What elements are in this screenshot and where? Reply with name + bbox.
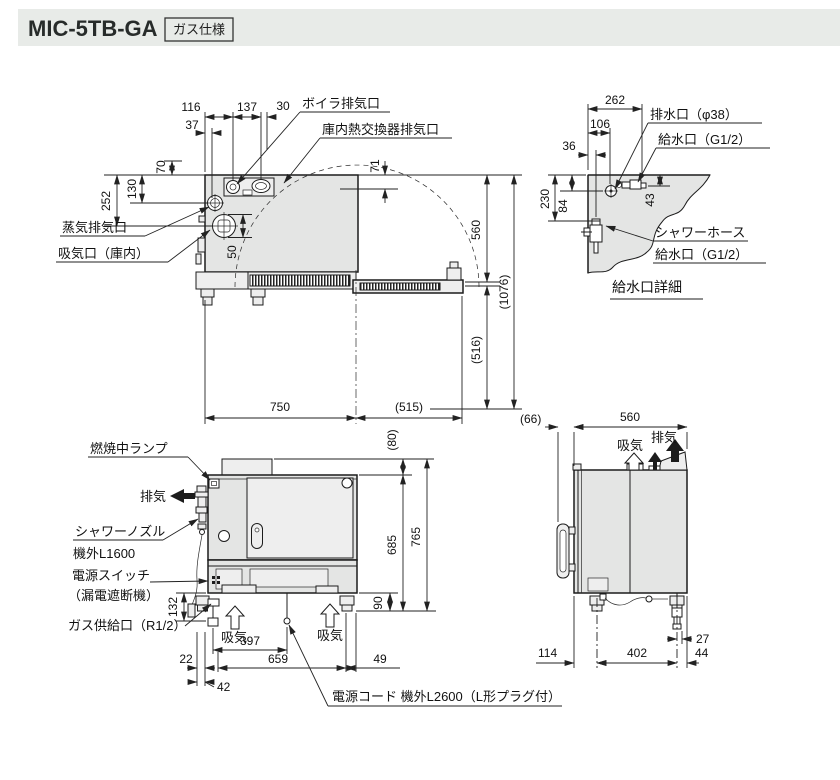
dim-106: 106 bbox=[590, 117, 610, 131]
dim-80: (80) bbox=[385, 429, 399, 450]
side-view: 吸気 排気 (66) 560 bbox=[520, 410, 710, 668]
label-heatex-exhaust: 庫内熱交換器排気口 bbox=[322, 122, 439, 137]
header-background bbox=[18, 9, 840, 46]
dim-1076: (1076) bbox=[497, 275, 511, 310]
label-shower-nozzle: シャワーノズル bbox=[75, 524, 165, 539]
plan-dim-lines bbox=[114, 114, 517, 421]
door-handle-knob bbox=[446, 267, 462, 281]
page-title: MIC-5TB-GA bbox=[28, 16, 158, 41]
dim-70: 70 bbox=[154, 160, 168, 174]
side-exhaust-arrow-big-icon bbox=[666, 439, 684, 462]
dim-397: 397 bbox=[240, 634, 260, 648]
dim-515: (515) bbox=[395, 400, 423, 414]
side-exhaust-arrow-small-icon bbox=[648, 452, 662, 470]
shower-hose-fitting bbox=[581, 218, 603, 254]
dim-27: 27 bbox=[696, 632, 710, 646]
dim-90: 90 bbox=[371, 596, 385, 610]
front-door bbox=[246, 477, 354, 559]
dim-42: 42 bbox=[217, 680, 231, 694]
front-vent-grille bbox=[249, 274, 351, 287]
dim-116: 116 bbox=[181, 100, 200, 114]
dim-43: 43 bbox=[643, 193, 657, 207]
dim-37: 37 bbox=[185, 118, 199, 132]
side-intake-arrow-icon bbox=[623, 452, 645, 471]
intake-port-inner bbox=[210, 212, 238, 240]
intake-arrow-right-icon bbox=[319, 603, 341, 628]
dim-262: 262 bbox=[605, 93, 625, 107]
dim-84: 84 bbox=[556, 199, 570, 213]
dim-765: 765 bbox=[409, 527, 423, 547]
dim-44: 44 bbox=[695, 646, 709, 660]
dim-30: 30 bbox=[276, 99, 290, 113]
dim-22: 22 bbox=[179, 652, 193, 666]
label-gas-inlet: ガス供給口（R1/2） bbox=[68, 618, 186, 633]
dim-132: 132 bbox=[166, 597, 180, 617]
dim-560-depth: 560 bbox=[469, 220, 483, 240]
shower-nozzle-tip bbox=[187, 603, 196, 618]
open-door bbox=[352, 261, 464, 294]
dim-114: 114 bbox=[538, 646, 557, 660]
door-handle bbox=[251, 523, 263, 549]
label-intake-left: 吸気 bbox=[221, 630, 247, 645]
dim-685: 685 bbox=[385, 535, 399, 555]
dim-560-width: 560 bbox=[620, 410, 640, 424]
front-view: 吸気 吸気 燃焼中ランプ 排気 シャワーノズル 機外L1600 電源スイッチ （… bbox=[68, 429, 562, 707]
label-side-intake: 吸気 bbox=[617, 438, 643, 453]
detail-caption: 給水口詳細 bbox=[612, 279, 682, 295]
dim-66: (66) bbox=[520, 412, 541, 426]
steam-exhaust-port bbox=[206, 194, 224, 212]
label-supply-port-top: 給水口（G1/2） bbox=[658, 132, 751, 147]
header-bar: MIC-5TB-GA ガス仕様 bbox=[18, 9, 840, 46]
spec-badge: ガス仕様 bbox=[173, 22, 225, 37]
burner-lamp bbox=[208, 478, 220, 489]
dim-49: 49 bbox=[373, 652, 387, 666]
label-power-switch: 電源スイッチ bbox=[72, 568, 150, 583]
dim-516: (516) bbox=[469, 336, 483, 364]
side-door-handle bbox=[556, 523, 576, 579]
label-steam-exhaust: 蒸気排気口 bbox=[62, 220, 127, 235]
exhaust-arrow-icon bbox=[170, 489, 195, 503]
label-intake-right: 吸気 bbox=[317, 628, 343, 643]
power-switch-dots bbox=[212, 576, 220, 584]
label-intake-inner: 吸気口（庫内） bbox=[58, 246, 149, 261]
dim-230: 230 bbox=[538, 189, 552, 209]
label-supply-port-shower: 給水口（G1/2） bbox=[655, 247, 748, 262]
label-burner-lamp: 燃焼中ランプ bbox=[90, 441, 168, 456]
dim-71: 71 bbox=[368, 159, 382, 173]
intake-housing-left bbox=[221, 584, 257, 594]
label-shower-length: 機外L1600 bbox=[73, 546, 135, 561]
label-exhaust-front: 排気 bbox=[140, 489, 166, 504]
gas-valve bbox=[207, 598, 220, 627]
front-right-circle bbox=[341, 477, 353, 489]
door-vent-grille bbox=[359, 282, 441, 291]
dim-50: 50 bbox=[225, 245, 239, 259]
drain-port bbox=[604, 184, 618, 198]
power-cord-plug bbox=[283, 617, 291, 625]
label-breaker: （漏電遮断機） bbox=[68, 588, 159, 603]
spec-badge-box bbox=[164, 17, 234, 42]
wall-corner bbox=[587, 174, 711, 274]
intake-arrow-left-icon bbox=[224, 605, 246, 630]
label-side-exhaust: 排気 bbox=[651, 430, 677, 445]
boiler-cover bbox=[221, 458, 273, 476]
dim-130: 130 bbox=[125, 179, 139, 199]
exhaust-stack bbox=[194, 485, 209, 535]
dim-252: 252 bbox=[99, 191, 113, 211]
plan-view: 116 137 30 37 70 130 252 71 50 560 (516)… bbox=[56, 96, 522, 424]
supply-detail-view: 262 106 36 230 84 43 排水口（φ38） 給水口（G1/2） … bbox=[538, 93, 770, 300]
front-left-circle bbox=[218, 530, 230, 542]
dim-659: 659 bbox=[268, 652, 288, 666]
label-drain-port: 排水口（φ38） bbox=[650, 107, 738, 122]
label-boiler-exhaust: ボイラ排気口 bbox=[302, 96, 380, 111]
dim-750: 750 bbox=[270, 400, 290, 414]
dim-36: 36 bbox=[562, 139, 576, 153]
intake-housing-right bbox=[315, 585, 339, 594]
label-power-cord: 電源コード 機外L2600（L形プラグ付） bbox=[332, 689, 561, 704]
label-shower-hose: シャワーホース bbox=[655, 225, 745, 240]
dim-137: 137 bbox=[237, 100, 257, 114]
shower-hose-line bbox=[191, 534, 203, 606]
dim-402: 402 bbox=[627, 646, 647, 660]
door-swing-arc bbox=[234, 164, 480, 288]
